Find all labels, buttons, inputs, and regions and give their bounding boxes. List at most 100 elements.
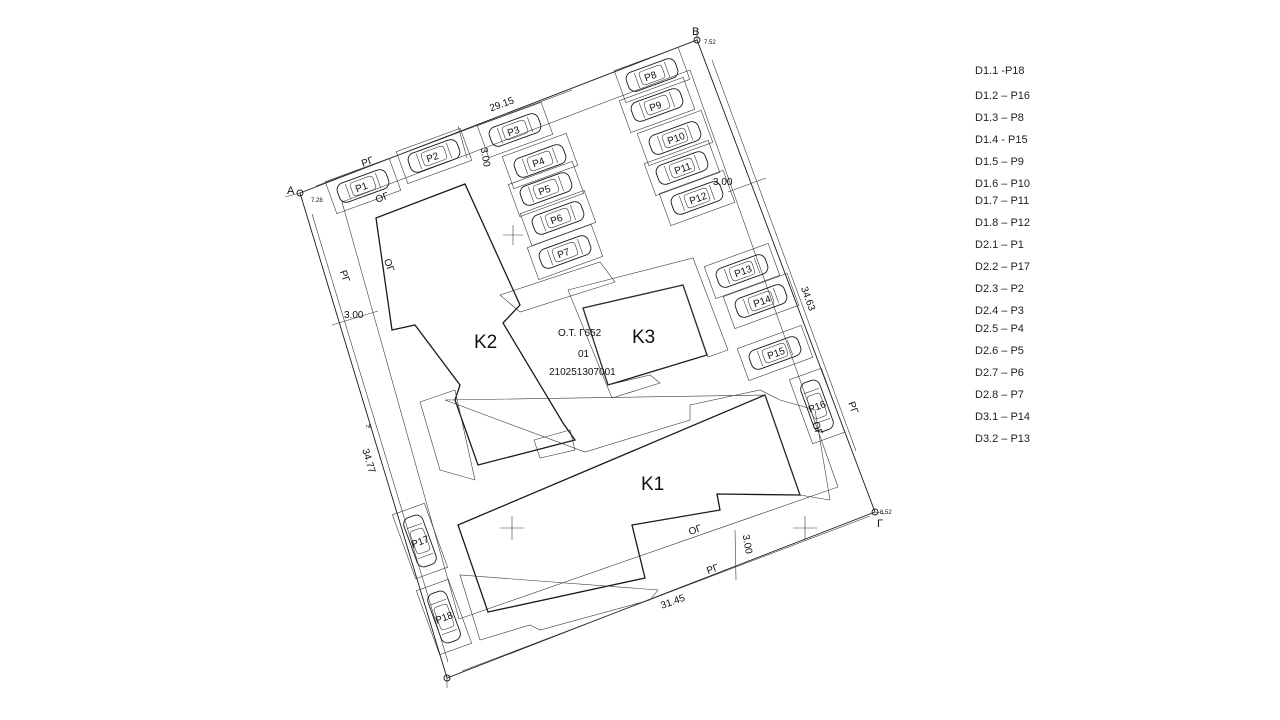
car-icon bbox=[734, 284, 788, 318]
point-b-label: B bbox=[692, 26, 699, 38]
legend-item: D1.3 – P8 bbox=[975, 112, 1024, 124]
dim-line-right bbox=[711, 59, 857, 452]
dim-line-left bbox=[311, 213, 449, 663]
car-icon bbox=[538, 235, 592, 269]
parking-bay bbox=[416, 578, 472, 656]
building-k2-label: K2 bbox=[474, 332, 497, 353]
dim-left-label: 34.77 bbox=[359, 447, 377, 475]
building-line bbox=[341, 69, 839, 620]
legend-item: D1.4 - P15 bbox=[975, 134, 1028, 146]
parking-bay bbox=[736, 325, 814, 381]
parking-bay bbox=[507, 161, 585, 217]
parking-spot-label: P8 bbox=[643, 70, 659, 85]
setback-left-label: 3.00 bbox=[344, 310, 364, 321]
crosshair-mark bbox=[500, 516, 524, 540]
survey-point-b bbox=[693, 36, 701, 44]
building-line-label: ОГ bbox=[374, 191, 391, 206]
dim-right-label: 34.63 bbox=[798, 285, 817, 313]
parking-spot: P11 bbox=[643, 140, 721, 196]
point-g-label: Г bbox=[877, 518, 883, 530]
point-a-label: A bbox=[287, 185, 295, 197]
parking-spot-label: P6 bbox=[549, 213, 565, 228]
crosshair-mark bbox=[793, 516, 817, 540]
parcel-label-2: 01 bbox=[578, 349, 590, 360]
survey-point-a bbox=[296, 189, 304, 197]
parking-spot-label: P2 bbox=[425, 151, 441, 166]
parking-spot-label: P14 bbox=[752, 294, 773, 311]
car-icon bbox=[336, 169, 390, 203]
parking-spot-label: P9 bbox=[648, 100, 664, 115]
parking-spot: P17 bbox=[392, 502, 448, 580]
legend-item: D2.8 – P7 bbox=[975, 389, 1024, 401]
parking-spot: P3 bbox=[476, 102, 554, 158]
car-icon bbox=[655, 151, 709, 185]
parking-bay bbox=[476, 102, 554, 158]
car-icon bbox=[630, 88, 684, 122]
parking-spot-label: P7 bbox=[556, 247, 572, 262]
survey-point-g bbox=[871, 508, 879, 516]
parking-spot-label: P10 bbox=[666, 131, 687, 148]
parking-bay bbox=[526, 224, 604, 280]
regulation-line-label: РГ bbox=[705, 562, 721, 577]
legend-item: D1.5 – P9 bbox=[975, 156, 1024, 168]
point-b-elev: 7.52 bbox=[704, 40, 716, 46]
dim-line-top bbox=[315, 89, 573, 187]
parking-bay bbox=[703, 243, 781, 299]
parking-spot-label: P11 bbox=[673, 161, 693, 177]
parking-spot-label: P17 bbox=[410, 534, 431, 551]
legend-item: D2.1 – P1 bbox=[975, 239, 1024, 251]
parking-spot: P2 bbox=[395, 128, 473, 184]
car-icon bbox=[625, 58, 679, 92]
parking-spot: P13 bbox=[703, 243, 781, 299]
setback-tick bbox=[734, 529, 737, 581]
legend-item: D1.1 -P18 bbox=[975, 65, 1025, 77]
parking-spot-label: P18 bbox=[434, 610, 455, 627]
k1-outline bbox=[444, 389, 831, 501]
ext-line bbox=[874, 511, 886, 515]
car-icon bbox=[427, 590, 461, 644]
legend-item: D2.6 – P5 bbox=[975, 345, 1024, 357]
regulation-line-label: РГ bbox=[360, 155, 376, 170]
point-a-elev: 7.28 bbox=[311, 198, 323, 204]
setback-top-label: 3.00 bbox=[478, 147, 492, 169]
building-line-label: ОГ bbox=[381, 257, 396, 274]
parking-bay bbox=[636, 110, 714, 166]
building-k1-label: K1 bbox=[641, 474, 664, 495]
parking-spot-label: P16 bbox=[807, 399, 828, 416]
building-k2 bbox=[375, 183, 577, 466]
building-line-label: ОГ bbox=[687, 523, 704, 538]
car-icon bbox=[407, 139, 461, 173]
dim-bottom-label: 31.45 bbox=[659, 593, 687, 612]
parking-spot-label: P4 bbox=[531, 156, 547, 171]
car-icon bbox=[670, 181, 724, 215]
legend-item: D1.6 – P10 bbox=[975, 178, 1031, 190]
survey-point-d bbox=[443, 674, 451, 682]
parking-bay bbox=[658, 170, 736, 226]
legend-item: D3.1 – P14 bbox=[975, 411, 1031, 423]
parcel-label-3: 210251307001 bbox=[549, 367, 616, 378]
building-k1 bbox=[457, 394, 801, 613]
parking-spot: P7 bbox=[526, 224, 604, 280]
setback-tick bbox=[331, 310, 379, 326]
parking-bay bbox=[618, 77, 696, 133]
parking-spot-label: P13 bbox=[733, 264, 754, 281]
setback-tick bbox=[727, 177, 767, 193]
car-icon bbox=[403, 514, 437, 568]
building-line-label: ОГ bbox=[809, 420, 824, 437]
regulation-line-label: РГ bbox=[337, 269, 352, 285]
parking-spot: P12 bbox=[658, 170, 736, 226]
parking-spot: P9 bbox=[618, 77, 696, 133]
parking-spot-label: P12 bbox=[688, 191, 709, 208]
legend-item: D3.2 – P13 bbox=[975, 433, 1031, 445]
setback-bottom-label: 3.00 bbox=[740, 534, 754, 556]
dim-left-small: nb bbox=[366, 424, 372, 430]
parking-spot: P4 bbox=[501, 133, 579, 189]
legend-item: D2.4 – P3 bbox=[975, 305, 1024, 317]
k2-step bbox=[533, 429, 576, 459]
legend-item: D1.2 – P16 bbox=[975, 90, 1031, 102]
car-icon bbox=[531, 201, 585, 235]
parking-bay bbox=[395, 128, 473, 184]
parking-bay bbox=[392, 502, 448, 580]
legend-item: D2.5 – P4 bbox=[975, 323, 1024, 335]
